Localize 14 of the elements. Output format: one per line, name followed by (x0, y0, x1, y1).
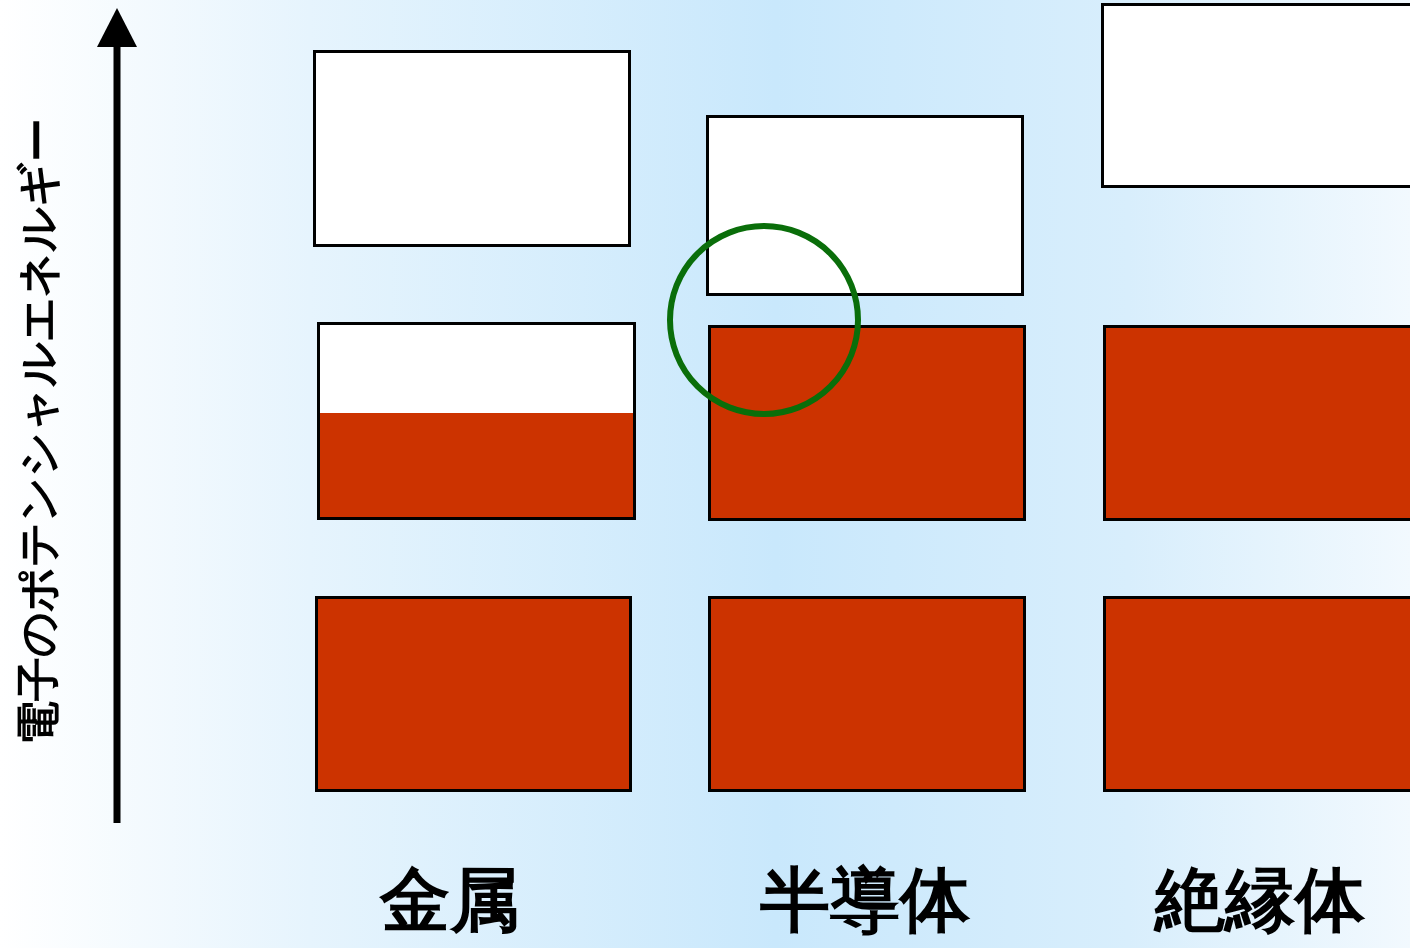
empty-band (1101, 3, 1410, 188)
filled-band (708, 325, 1026, 521)
empty-band (706, 115, 1024, 296)
circle-outline (667, 223, 861, 417)
axis-label: 電子のポテンシャルエネルギー (13, 116, 63, 747)
filled-band (1103, 596, 1410, 792)
filled-band (315, 596, 632, 792)
category-label: 絶縁体 (1152, 862, 1366, 939)
category-label: 金属 (378, 862, 521, 939)
filled-band (708, 596, 1026, 792)
partly-filled-band (317, 322, 636, 520)
empty-band (313, 50, 631, 247)
filled-band (1103, 325, 1410, 521)
category-label: 半導体 (759, 862, 971, 939)
